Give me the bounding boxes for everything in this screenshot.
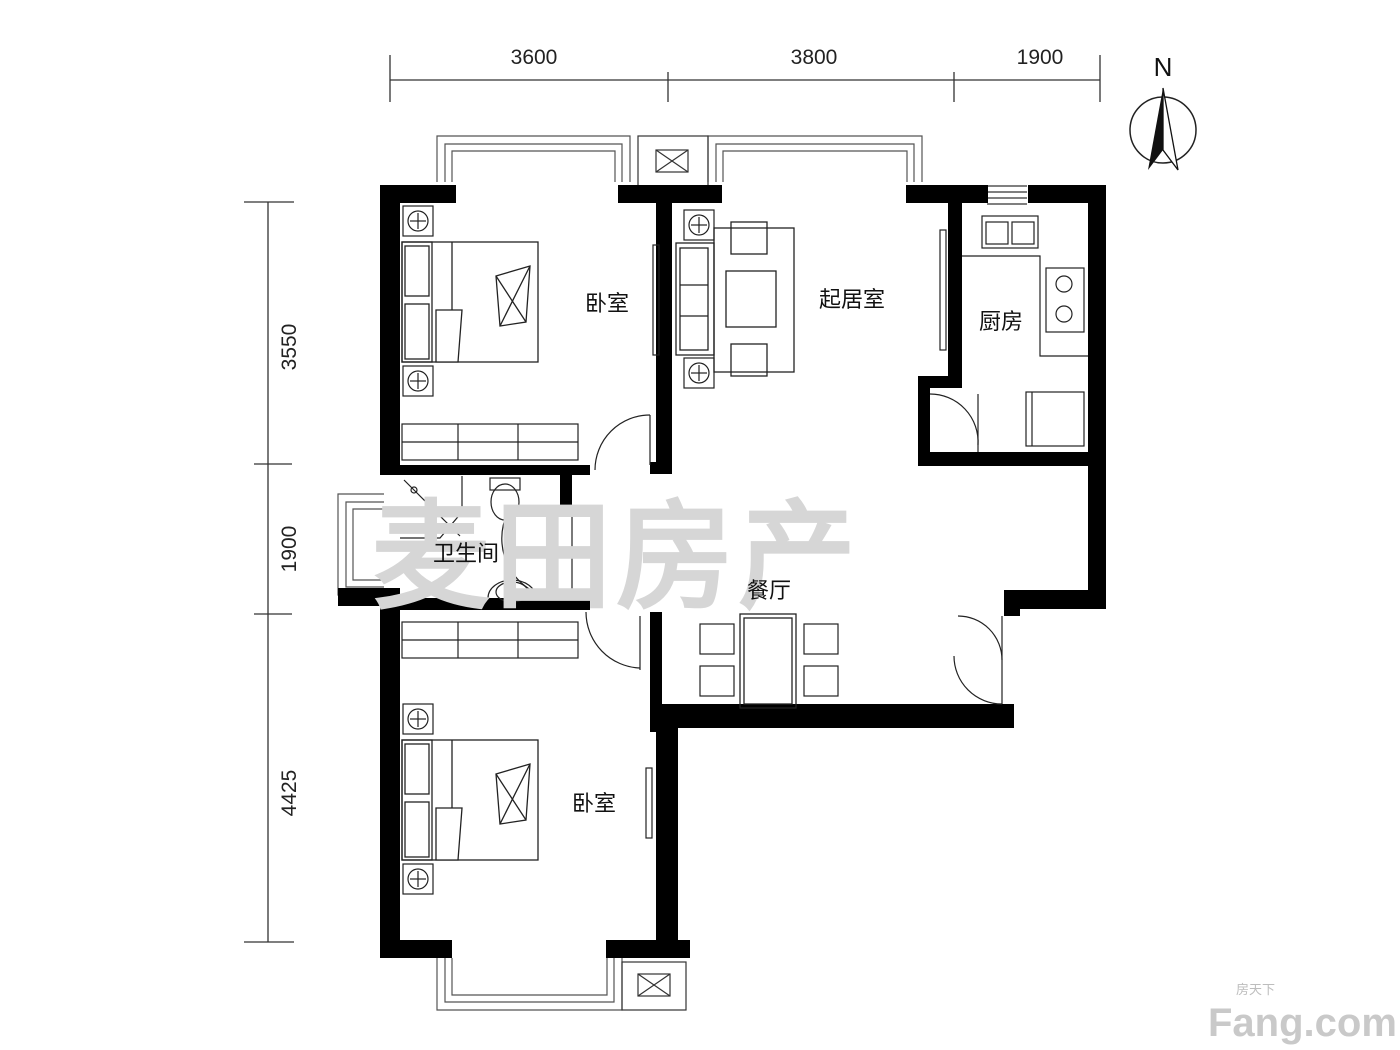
bay-window-top-left — [436, 135, 631, 182]
room-label-bedroom-top: 卧室 — [585, 292, 629, 317]
room-label-kitchen: 厨房 — [979, 310, 1023, 335]
dining-chairs — [699, 623, 839, 697]
sink-icon — [981, 215, 1039, 249]
dimension-left-3: 4425 — [278, 770, 301, 817]
logo-small-text: 房天下 — [1236, 982, 1275, 998]
compass-north-label: N — [1154, 52, 1173, 82]
fridge-icon — [1025, 391, 1085, 447]
bed-bottom — [401, 739, 539, 861]
armchairs — [730, 221, 768, 377]
dimension-top-3: 1900 — [1017, 46, 1064, 69]
ac-unit-bottom — [621, 961, 687, 1011]
left-dimension-line — [244, 201, 294, 943]
door-bedroom2 — [585, 611, 641, 670]
window-glazing — [645, 229, 947, 839]
fang-logo: 房天下 Fang.com — [1208, 982, 1397, 1045]
dimension-top-1: 3600 — [511, 46, 558, 69]
bay-window-top-right — [707, 135, 923, 182]
toilet-icon — [489, 477, 521, 521]
watermark: 麦田房产 — [372, 488, 860, 626]
door-kitchen — [929, 393, 979, 452]
coffee-table — [713, 227, 795, 373]
north-compass-icon — [1129, 87, 1197, 171]
dimension-top-2: 3800 — [791, 46, 838, 69]
stove-icon — [1045, 267, 1085, 333]
room-label-bathroom: 卫生间 — [433, 542, 499, 567]
dimension-left-2: 1900 — [278, 526, 301, 573]
kitchen-counter — [962, 255, 1088, 357]
top-dimension-line — [389, 55, 1101, 102]
room-label-dining: 餐厅 — [747, 579, 791, 604]
door-bedroom1 — [594, 414, 651, 471]
washbasin-icon — [487, 579, 537, 603]
walls — [338, 185, 1106, 958]
room-label-living-room: 起居室 — [819, 288, 885, 313]
shower-icon — [400, 476, 463, 539]
wardrobe-top — [401, 423, 579, 461]
door-entrance — [953, 615, 1003, 705]
bed-top — [401, 241, 539, 363]
sofa — [675, 242, 715, 356]
room-label-bedroom-bottom: 卧室 — [572, 792, 616, 817]
nightstand-lamp-icon — [402, 205, 434, 397]
dimension-left-1: 3550 — [278, 324, 301, 371]
dining-table — [739, 613, 797, 709]
wardrobe-bottom — [401, 621, 579, 659]
ac-unit-top — [637, 135, 709, 187]
logo-big-text: Fang.com — [1208, 1001, 1397, 1045]
floor-lamp-icon — [683, 209, 715, 389]
kitchen-vent — [987, 185, 1027, 205]
nightstand-lamp-icon-bottom — [402, 703, 434, 895]
door-bathroom — [501, 511, 573, 600]
bay-window-bottom — [436, 958, 623, 1011]
